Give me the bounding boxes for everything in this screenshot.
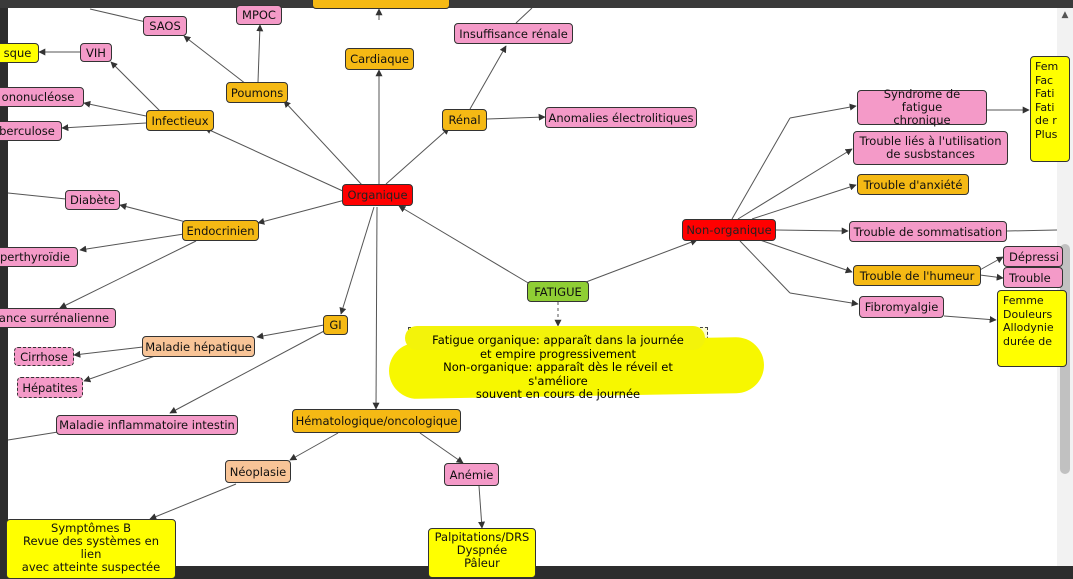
node-diabete[interactable]: Diabète bbox=[65, 190, 120, 210]
anemie-details-line-2: Dyspnée bbox=[456, 543, 508, 557]
fatigue-note-line-2: et empire progressivement bbox=[479, 346, 636, 361]
fatigue-note-line-4: souvent en cours de journée bbox=[475, 387, 641, 401]
node-mpoc[interactable]: MPOC bbox=[236, 5, 282, 25]
node-anemie-details[interactable]: Palpitations/DRS Dyspnée Pâleur bbox=[428, 528, 536, 578]
node-symptomes-b[interactable]: Symptômes B Revue des systèmes en lien a… bbox=[6, 519, 176, 579]
node-organique[interactable]: Organique bbox=[342, 184, 413, 206]
node-non-organique[interactable]: Non-organique bbox=[682, 219, 776, 241]
fatigue-note-line-1: Fatigue organique: apparaît dans la jour… bbox=[432, 333, 684, 347]
node-saos[interactable]: SAOS bbox=[143, 16, 187, 36]
node-neoplasie[interactable]: Néoplasie bbox=[225, 460, 291, 483]
node-gi[interactable]: GI bbox=[323, 315, 348, 335]
node-endocrinien[interactable]: Endocrinien bbox=[182, 220, 259, 241]
node-fibro-details[interactable]: Femme Douleurs Allodynie durée de bbox=[997, 290, 1067, 367]
node-insuffisance-surrenalienne[interactable]: ance surrénalienne bbox=[0, 308, 116, 328]
node-trouble-humeur[interactable]: Trouble de l'humeur bbox=[853, 265, 981, 286]
syndrome-detail-3: Fati bbox=[1035, 87, 1055, 100]
node-syndrome-details[interactable]: Fem Fac Fati Fati de r Plus bbox=[1030, 56, 1070, 162]
node-infectieux[interactable]: Infectieux bbox=[146, 110, 214, 131]
fatigue-note-line-3: Non-organique: apparaît dès le réveil et… bbox=[443, 360, 673, 388]
symptomes-b-line-3: avec atteinte suspectée bbox=[21, 560, 161, 574]
substances-line-1: Trouble liés à l'utilisation bbox=[859, 134, 1002, 148]
node-maladie-inflammatoire-intestin[interactable]: Maladie inflammatoire intestin bbox=[56, 415, 238, 435]
syndrome-detail-2: Fac bbox=[1035, 73, 1054, 87]
node-insuffisance-renale[interactable]: Insuffisance rénale bbox=[454, 23, 573, 44]
node-cirrhose[interactable]: Cirrhose bbox=[14, 347, 74, 366]
node-mononucleose[interactable]: ononucléose bbox=[0, 87, 84, 107]
syndrome-line-2: chronique bbox=[893, 113, 951, 127]
symptomes-b-line-2: Revue des systèmes en lien bbox=[22, 534, 160, 561]
window-top-bar bbox=[0, 0, 1073, 8]
node-hyperthyroidie[interactable]: perthyroïdie bbox=[0, 247, 78, 267]
fibro-detail-1: Femme bbox=[1003, 294, 1044, 307]
anemie-details-line-3: Pâleur bbox=[464, 556, 500, 570]
scroll-up-icon[interactable]: ▲ bbox=[1061, 10, 1069, 20]
node-trouble-anxiete[interactable]: Trouble d'anxiété bbox=[857, 174, 969, 195]
node-anemie[interactable]: Anémie bbox=[444, 463, 499, 486]
syndrome-detail-1: Fem bbox=[1035, 60, 1059, 73]
node-infectieux-risque[interactable]: sque bbox=[0, 43, 39, 63]
syndrome-line-1: Syndrome de fatigue bbox=[883, 87, 961, 114]
substances-line-2: de susbstances bbox=[886, 147, 975, 161]
node-trouble-right[interactable]: Trouble bbox=[1003, 267, 1063, 288]
highlighter-mark-top bbox=[405, 326, 705, 350]
node-poumons[interactable]: Poumons bbox=[226, 82, 288, 103]
syndrome-detail-4: Fati bbox=[1035, 100, 1055, 114]
syndrome-detail-6: Plus bbox=[1035, 127, 1058, 141]
node-vih[interactable]: VIH bbox=[80, 43, 112, 62]
node-tuberculose[interactable]: berculose bbox=[0, 121, 62, 141]
fibro-detail-4: durée de bbox=[1003, 334, 1053, 348]
node-hepatites[interactable]: Hépatites bbox=[17, 377, 83, 398]
node-trouble-sommatisation[interactable]: Trouble de sommatisation bbox=[849, 221, 1007, 242]
node-trouble-substances[interactable]: Trouble liés à l'utilisation de susbstan… bbox=[853, 131, 1008, 165]
fibro-detail-3: Allodynie bbox=[1003, 321, 1054, 334]
syndrome-detail-5: de r bbox=[1035, 114, 1057, 127]
node-anomalies-electrolitiques[interactable]: Anomalies électrolitiques bbox=[545, 107, 697, 128]
node-hematologique-oncologique[interactable]: Hématologique/oncologique bbox=[292, 409, 461, 433]
node-maladie-hepatique[interactable]: Maladie hépatique bbox=[142, 336, 255, 357]
node-depression[interactable]: Dépressi bbox=[1003, 246, 1063, 267]
node-top-cut[interactable] bbox=[312, 0, 450, 9]
anemie-details-line-1: Palpitations/DRS bbox=[434, 530, 530, 544]
node-syndrome-fatigue-chronique[interactable]: Syndrome de fatigue chronique bbox=[857, 87, 987, 127]
node-fatigue[interactable]: FATIGUE bbox=[527, 281, 589, 302]
node-renal[interactable]: Rénal bbox=[442, 109, 487, 131]
node-fibromyalgie[interactable]: Fibromyalgie bbox=[859, 296, 944, 318]
fibro-detail-2: Douleurs bbox=[1003, 307, 1053, 321]
node-cardiaque[interactable]: Cardiaque bbox=[345, 48, 414, 70]
symptomes-b-line-1: Symptômes B bbox=[51, 521, 131, 535]
fatigue-note[interactable]: Fatigue organique: apparaît dans la jour… bbox=[388, 326, 765, 401]
